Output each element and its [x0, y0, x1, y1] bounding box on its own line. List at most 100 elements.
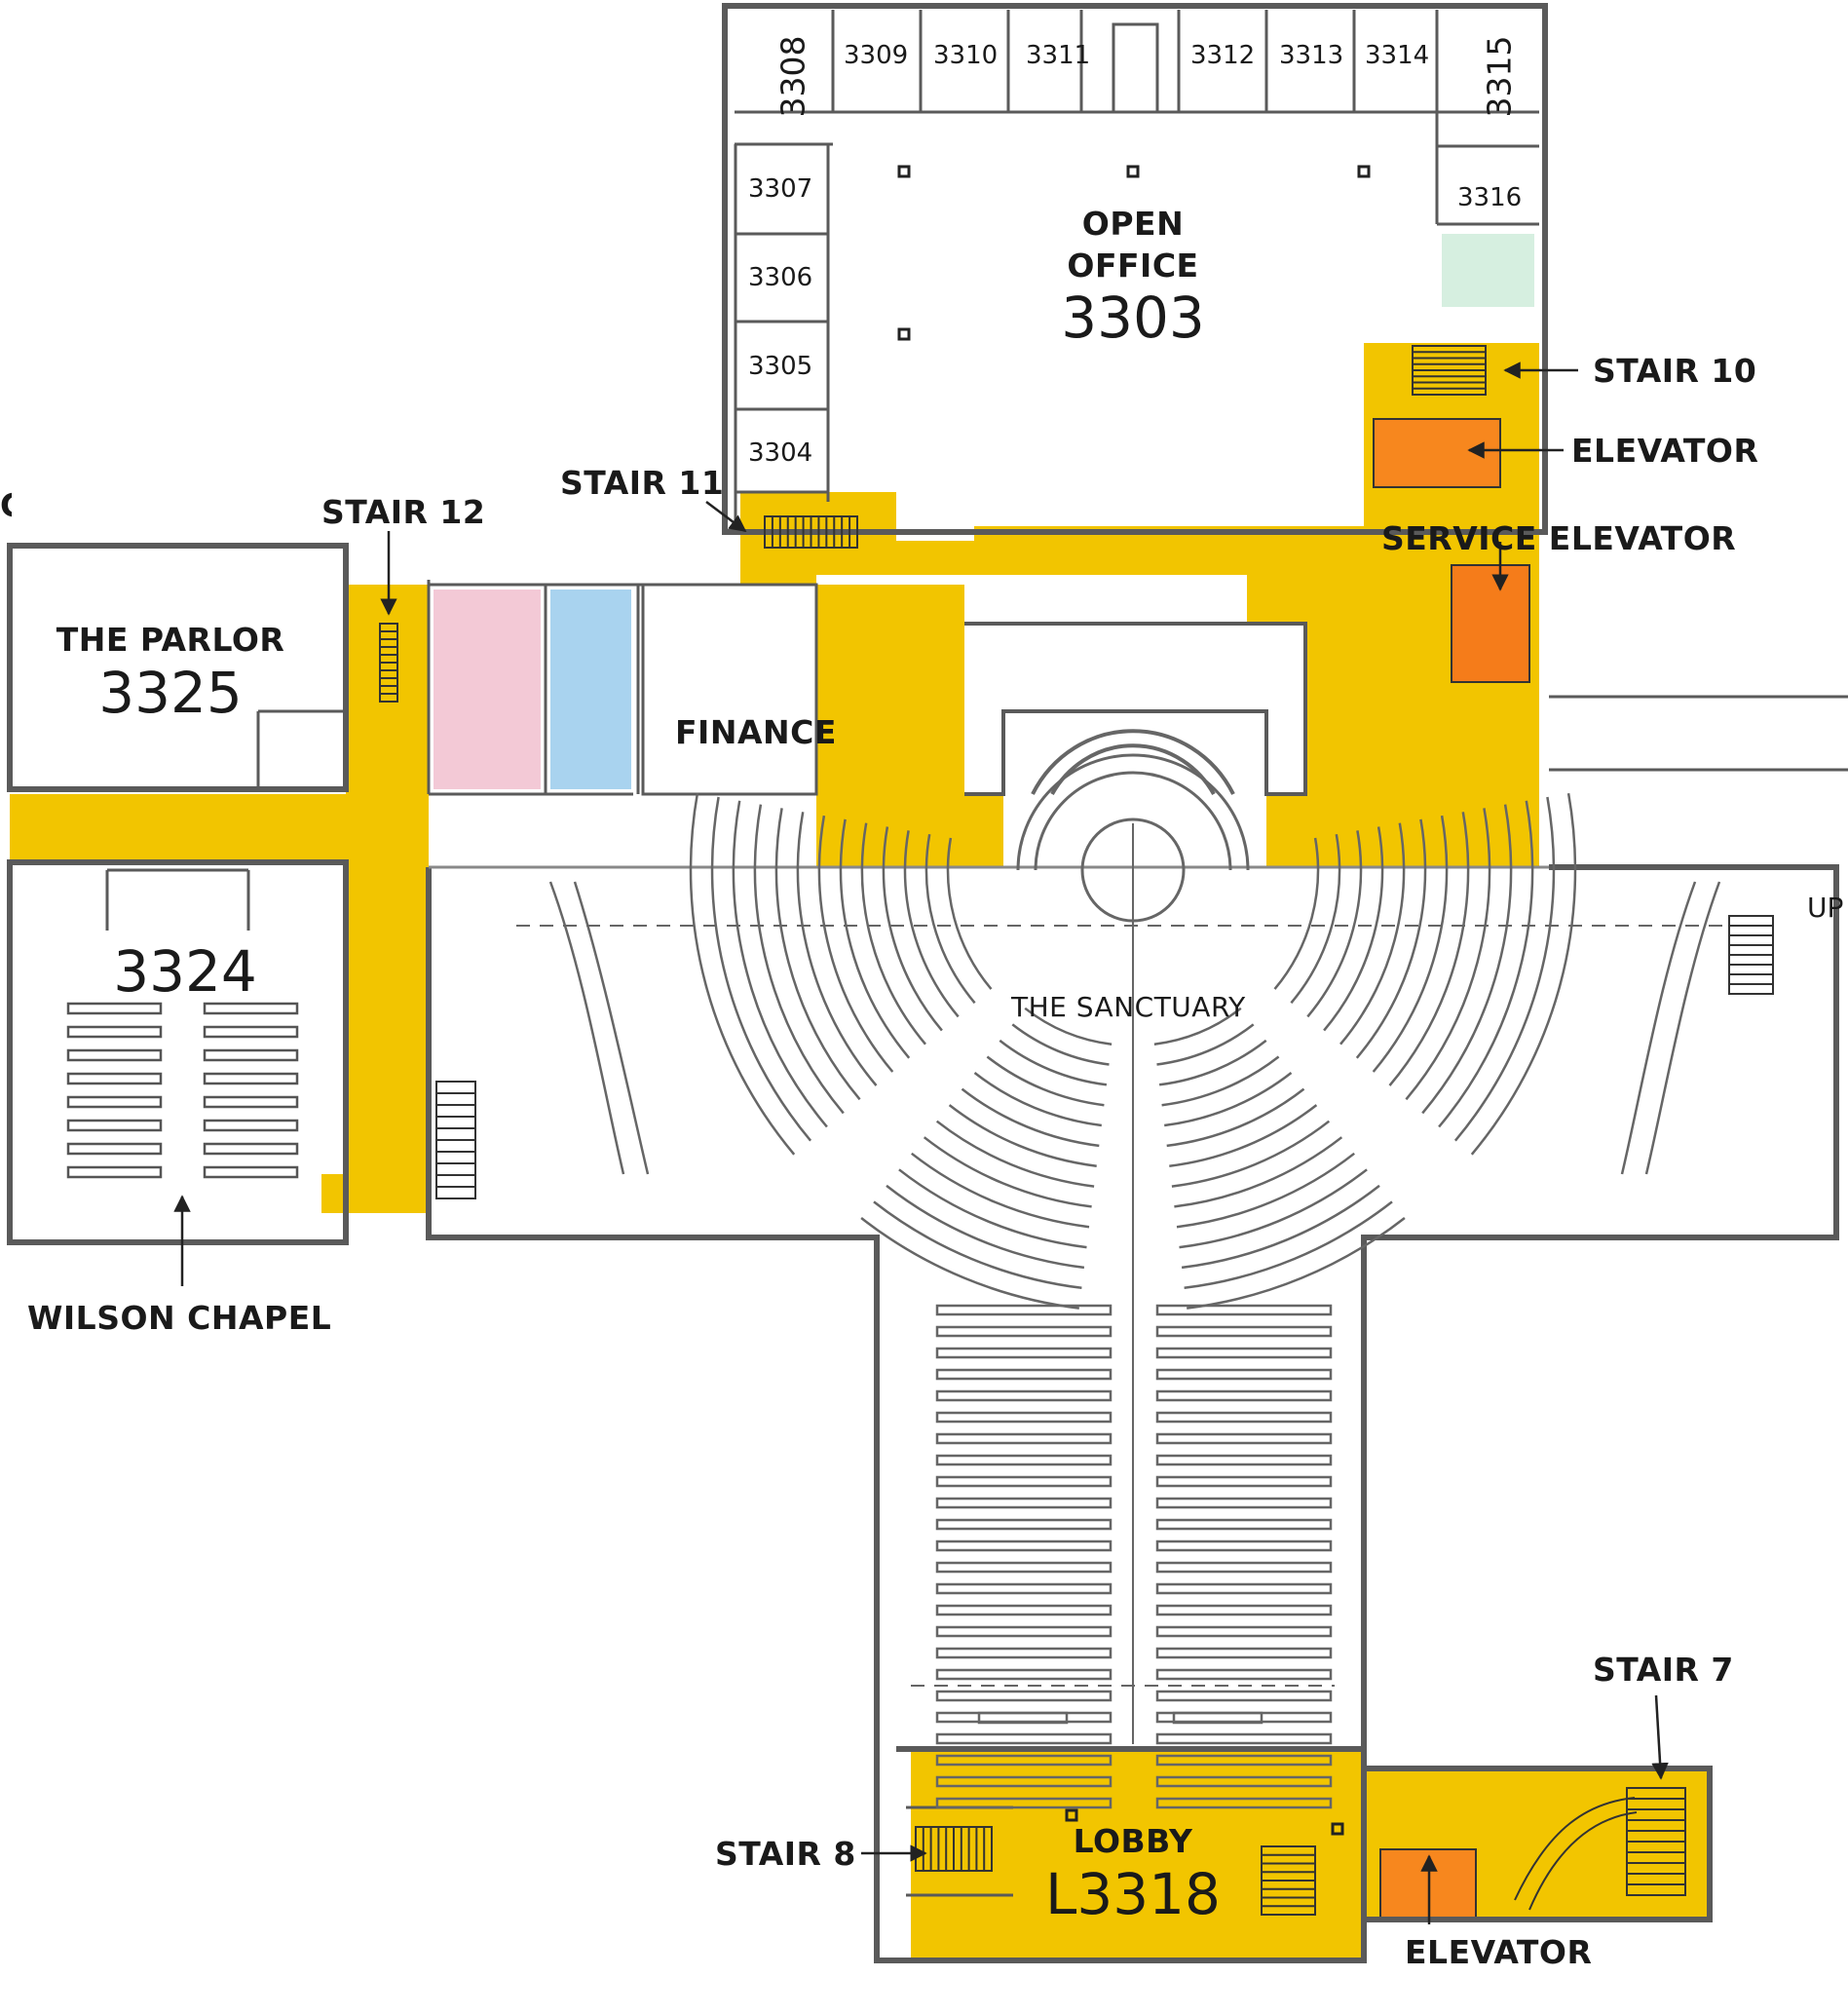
nave-pew-left-18 [935, 1690, 1113, 1702]
nave-pew-right-4 [1155, 1389, 1333, 1402]
nave-pew-right-21 [1155, 1754, 1333, 1767]
pew-center-left-12 [873, 1200, 1082, 1290]
nave-pew-left-19 [935, 1711, 1113, 1724]
nave-pew-right-3 [1155, 1368, 1333, 1381]
chapel-number: 3324 [113, 938, 257, 1005]
west-aisle-2 [573, 881, 650, 1175]
pew-west-6 [817, 815, 894, 1073]
column-2 [1357, 165, 1371, 178]
pew-east-0 [1273, 837, 1320, 990]
wilson-chapel-label: WILSON CHAPEL [27, 1299, 332, 1337]
elevator-north-label: ELEVATOR [1571, 432, 1759, 470]
stair-11-label: STAIR 11 [560, 464, 725, 502]
nave-pew-right-7 [1155, 1454, 1333, 1466]
pew-center-right-13 [1187, 1217, 1406, 1310]
chapel-pew-left-2 [66, 1048, 163, 1062]
parlor-name: THE PARLOR [56, 621, 285, 659]
pew-west-0 [946, 837, 993, 990]
circulation-area-9 [911, 1749, 1364, 1960]
circulation-area-3 [321, 1174, 429, 1213]
chapel-pew-left-1 [66, 1025, 163, 1039]
room-3307: 3307 [748, 174, 813, 204]
pew-center-left-6 [948, 1104, 1097, 1167]
pew-center-right-3 [1161, 1055, 1280, 1107]
nave-pew-left-0 [935, 1304, 1113, 1316]
nave-pew-left-15 [935, 1625, 1113, 1638]
pew-center-right-6 [1169, 1104, 1318, 1167]
nave-pew-right-20 [1155, 1732, 1333, 1745]
circulation-area-12 [1266, 794, 1310, 867]
nave-pew-left-7 [935, 1454, 1113, 1466]
nave-pew-right-13 [1155, 1582, 1333, 1595]
chapel-pew-right-5 [203, 1119, 299, 1132]
pew-east-9 [1421, 804, 1513, 1115]
chapel-pew-right-4 [203, 1095, 299, 1109]
room-3305: 3305 [748, 352, 813, 381]
nave-pew-right-9 [1155, 1497, 1333, 1509]
pew-center-right-10 [1179, 1168, 1368, 1249]
pew-east-7 [1388, 812, 1470, 1086]
open-office-name-1: OPEN [1081, 205, 1185, 243]
stair-12-label: STAIR 12 [321, 493, 486, 531]
pew-center-right-1 [1156, 1023, 1255, 1066]
mens-restroom [550, 589, 631, 789]
room-3308: 3308 [773, 35, 812, 118]
pew-center-left-2 [999, 1039, 1108, 1086]
nave-pew-left-1 [935, 1325, 1113, 1338]
walls [7, 3, 1848, 1963]
womens-restroom [434, 589, 541, 789]
nave-pew-left-5 [935, 1411, 1113, 1424]
pew-west-3 [882, 826, 943, 1032]
parlor-number: 3325 [98, 660, 243, 726]
pew-center-left-13 [860, 1217, 1079, 1310]
circulation-area-1 [10, 794, 429, 862]
pew-west-5 [839, 818, 911, 1059]
pew-center-left-9 [911, 1152, 1090, 1229]
nave-pew-right-18 [1155, 1690, 1333, 1702]
nave-pew-left-12 [935, 1561, 1113, 1574]
nave-pew-right-12 [1155, 1561, 1333, 1574]
pew-east-11 [1453, 796, 1556, 1142]
pew-east-3 [1323, 826, 1384, 1032]
up-label: UP [1807, 892, 1844, 924]
nave-pew-left-23 [935, 1797, 1113, 1809]
nave-pew-left-10 [935, 1518, 1113, 1531]
nave-pew-right-14 [1155, 1604, 1333, 1616]
nave-pew-left-8 [935, 1475, 1113, 1488]
pew-east-5 [1355, 818, 1427, 1059]
accessible-restroom [1442, 234, 1534, 307]
room-3306: 3306 [748, 263, 813, 292]
circulation-area-4 [816, 585, 964, 867]
nave-pew-right-10 [1155, 1518, 1333, 1531]
stair-7-curve-1 [1528, 1811, 1638, 1911]
pew-center-left-1 [1011, 1023, 1110, 1066]
pew-center-left-7 [935, 1120, 1095, 1188]
pew-west-7 [796, 812, 878, 1086]
columns [897, 165, 1371, 1836]
column-0 [897, 165, 911, 178]
pew-west-1 [924, 833, 976, 1005]
room-3316: 3316 [1457, 183, 1523, 212]
room-3304: 3304 [748, 438, 813, 468]
pew-west-9 [753, 804, 845, 1115]
open-office-number: 3303 [1061, 285, 1205, 351]
front-pew-right [1172, 1711, 1263, 1725]
lobby-name: LOBBY [1073, 1822, 1193, 1860]
elevator-north [1373, 418, 1501, 488]
pew-west-11 [710, 796, 812, 1142]
pew-center-right-11 [1181, 1184, 1380, 1270]
lobby-number: L3318 [1045, 1861, 1221, 1927]
nave-pew-left-17 [935, 1668, 1113, 1681]
pew-east-12 [1470, 792, 1577, 1156]
pew-west-12 [689, 792, 796, 1156]
nave-pew-left-13 [935, 1582, 1113, 1595]
stair-7-label: STAIR 7 [1593, 1651, 1734, 1689]
chapel-pew-left-0 [66, 1002, 163, 1015]
west-aisle-1 [548, 881, 625, 1175]
pew-east-2 [1306, 830, 1363, 1018]
column-3 [897, 327, 911, 341]
pew-east-6 [1372, 815, 1449, 1073]
pew-center-left-10 [898, 1168, 1087, 1249]
pew-west-10 [732, 800, 828, 1128]
